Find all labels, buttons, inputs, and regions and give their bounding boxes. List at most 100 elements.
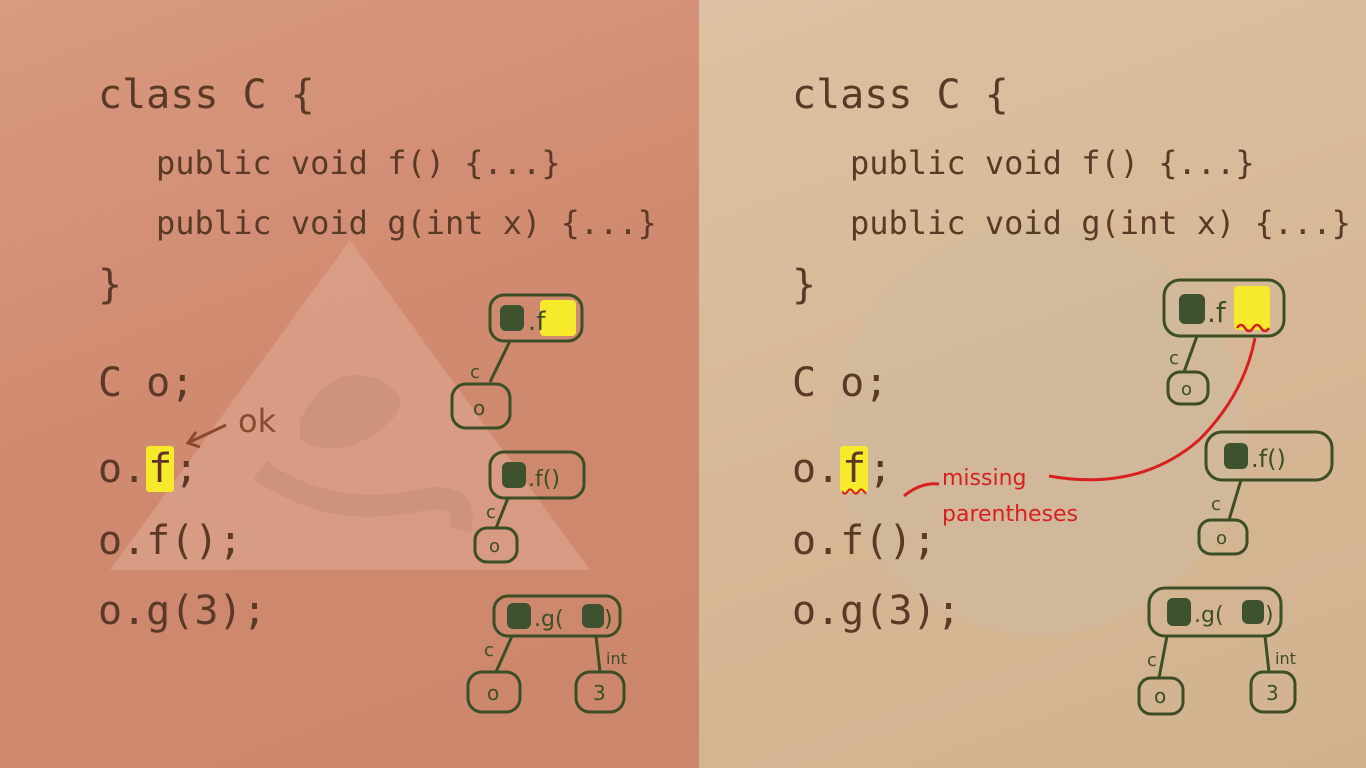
tree-edge	[1182, 335, 1199, 373]
tree-child-label-right: 3	[593, 681, 606, 705]
tree-child-label: o	[473, 396, 485, 420]
tree-edge-right	[594, 635, 602, 673]
snake-tail-watermark	[253, 460, 473, 533]
code-stmt-suffix: ;	[174, 446, 199, 492]
code-stmt-call-g: o.g(3);	[792, 588, 961, 634]
tree-edge-label: c	[470, 362, 480, 383]
tree-child-label: o	[489, 536, 500, 557]
code-decl: C o;	[98, 360, 195, 406]
tree-child-box	[1197, 518, 1249, 556]
tree-edge	[1227, 479, 1243, 521]
receiver-slot	[500, 305, 524, 331]
tree-child-box	[450, 382, 512, 430]
tree-child-label-left: o	[487, 681, 499, 705]
tree-child-label-right: 3	[1266, 681, 1279, 705]
tree-child-label-left: o	[1154, 684, 1166, 708]
tree-call-g: .g( ) c int o 3	[1137, 586, 1297, 716]
tree-expr-close: )	[1265, 603, 1274, 628]
tree-root-box	[1204, 430, 1334, 482]
member-highlight	[1234, 286, 1270, 330]
tree-call-f: .f() c o	[473, 450, 586, 564]
tree-call-f: .f() c o	[1197, 430, 1334, 556]
annotation-missing: missing	[942, 466, 1027, 491]
tree-edge-label-left: c	[484, 640, 494, 661]
tree-edge-label: c	[1169, 348, 1179, 369]
tree-child-label: o	[1216, 528, 1227, 549]
receiver-slot	[502, 462, 526, 488]
code-method-g: public void g(int x) {...}	[850, 204, 1351, 242]
connector-to-tree	[1048, 337, 1257, 482]
tree-edge-left	[1157, 635, 1169, 679]
tree-field-access: .f c o	[450, 293, 584, 430]
tree-call-g: .g( ) c int o 3	[466, 594, 627, 714]
tree-edge-right	[1263, 635, 1271, 673]
code-stmt-call-g: o.g(3);	[98, 588, 267, 634]
annotation-parentheses: parentheses	[942, 502, 1079, 527]
tree-expr-label: .f	[1207, 296, 1227, 329]
right-panel: class C { public void f() {...} public v…	[699, 0, 1366, 768]
code-stmt-call-f: o.f();	[98, 518, 243, 564]
highlighted-member-f-error: f	[840, 446, 869, 492]
code-stmt-field-access: o.f;	[792, 446, 892, 492]
receiver-slot	[507, 603, 531, 629]
tree-edge-label: c	[1211, 494, 1221, 515]
tree-root-box	[488, 450, 586, 500]
circle-watermark	[834, 225, 1244, 635]
tree-child-box	[1166, 370, 1210, 406]
tree-root-box	[488, 293, 584, 343]
tree-expr-label: .f	[528, 307, 546, 337]
error-connector	[903, 337, 1257, 498]
code-class-open: class C {	[98, 72, 315, 118]
left-tree-diagrams: .f c o .f() c o .g( ) c int	[185, 293, 627, 714]
connector-to-code	[903, 482, 940, 498]
tree-edge-label-right: int	[606, 649, 627, 668]
tree-edge-label-right: int	[1275, 649, 1296, 668]
error-squiggle	[1235, 323, 1271, 333]
tree-child-box	[473, 526, 519, 564]
code-class-close: }	[98, 262, 123, 308]
argument-slot	[582, 604, 604, 628]
left-panel: class C { public void f() {...} public v…	[0, 0, 699, 768]
code-class-close: }	[792, 262, 817, 308]
tree-child-box-right	[1249, 670, 1297, 714]
code-stmt-suffix: ;	[868, 446, 893, 492]
tree-expr-label: .g(	[1194, 603, 1224, 628]
annotation-ok: ok	[238, 402, 277, 440]
tree-edge	[494, 497, 510, 529]
tree-edge-left	[494, 635, 514, 673]
code-class-open: class C {	[792, 72, 1009, 118]
tree-root-box	[1147, 586, 1283, 638]
code-stmt-prefix: o.	[98, 446, 147, 492]
tree-edge	[488, 340, 512, 383]
tree-field-access: .f c o	[1162, 278, 1286, 406]
receiver-slot	[1179, 294, 1205, 324]
tree-child-box-left	[466, 670, 522, 714]
code-method-g: public void g(int x) {...}	[156, 204, 657, 242]
code-decl: C o;	[792, 360, 889, 406]
tree-expr-label: .g(	[534, 607, 564, 632]
tree-expr-label: .f()	[528, 467, 560, 492]
right-tree-diagrams: .f c o .f() c o .g( ) c int	[903, 278, 1334, 716]
right-watermark	[834, 225, 1244, 635]
arrow-ok-to-f	[185, 423, 227, 449]
tree-expr-close: )	[604, 607, 613, 632]
highlighted-member-f: f	[146, 446, 175, 492]
tree-root-box	[1162, 278, 1286, 338]
tree-edge-label: c	[486, 502, 496, 523]
tree-root-box	[492, 594, 622, 638]
argument-slot	[1242, 600, 1264, 624]
tree-expr-label: .f()	[1251, 445, 1286, 473]
receiver-slot	[1167, 598, 1191, 626]
code-method-f: public void f() {...}	[850, 144, 1255, 182]
code-method-f: public void f() {...}	[156, 144, 561, 182]
member-highlight	[540, 300, 576, 336]
receiver-slot	[1224, 443, 1248, 469]
tree-child-label: o	[1181, 379, 1192, 400]
snake-watermark	[300, 375, 400, 448]
code-stmt-prefix: o.	[792, 446, 841, 492]
tree-edge-label-left: c	[1147, 650, 1157, 671]
tree-child-box-right	[574, 670, 626, 714]
code-stmt-call-f: o.f();	[792, 518, 937, 564]
code-stmt-field-access: o.f;	[98, 446, 198, 492]
left-watermark	[110, 240, 590, 570]
